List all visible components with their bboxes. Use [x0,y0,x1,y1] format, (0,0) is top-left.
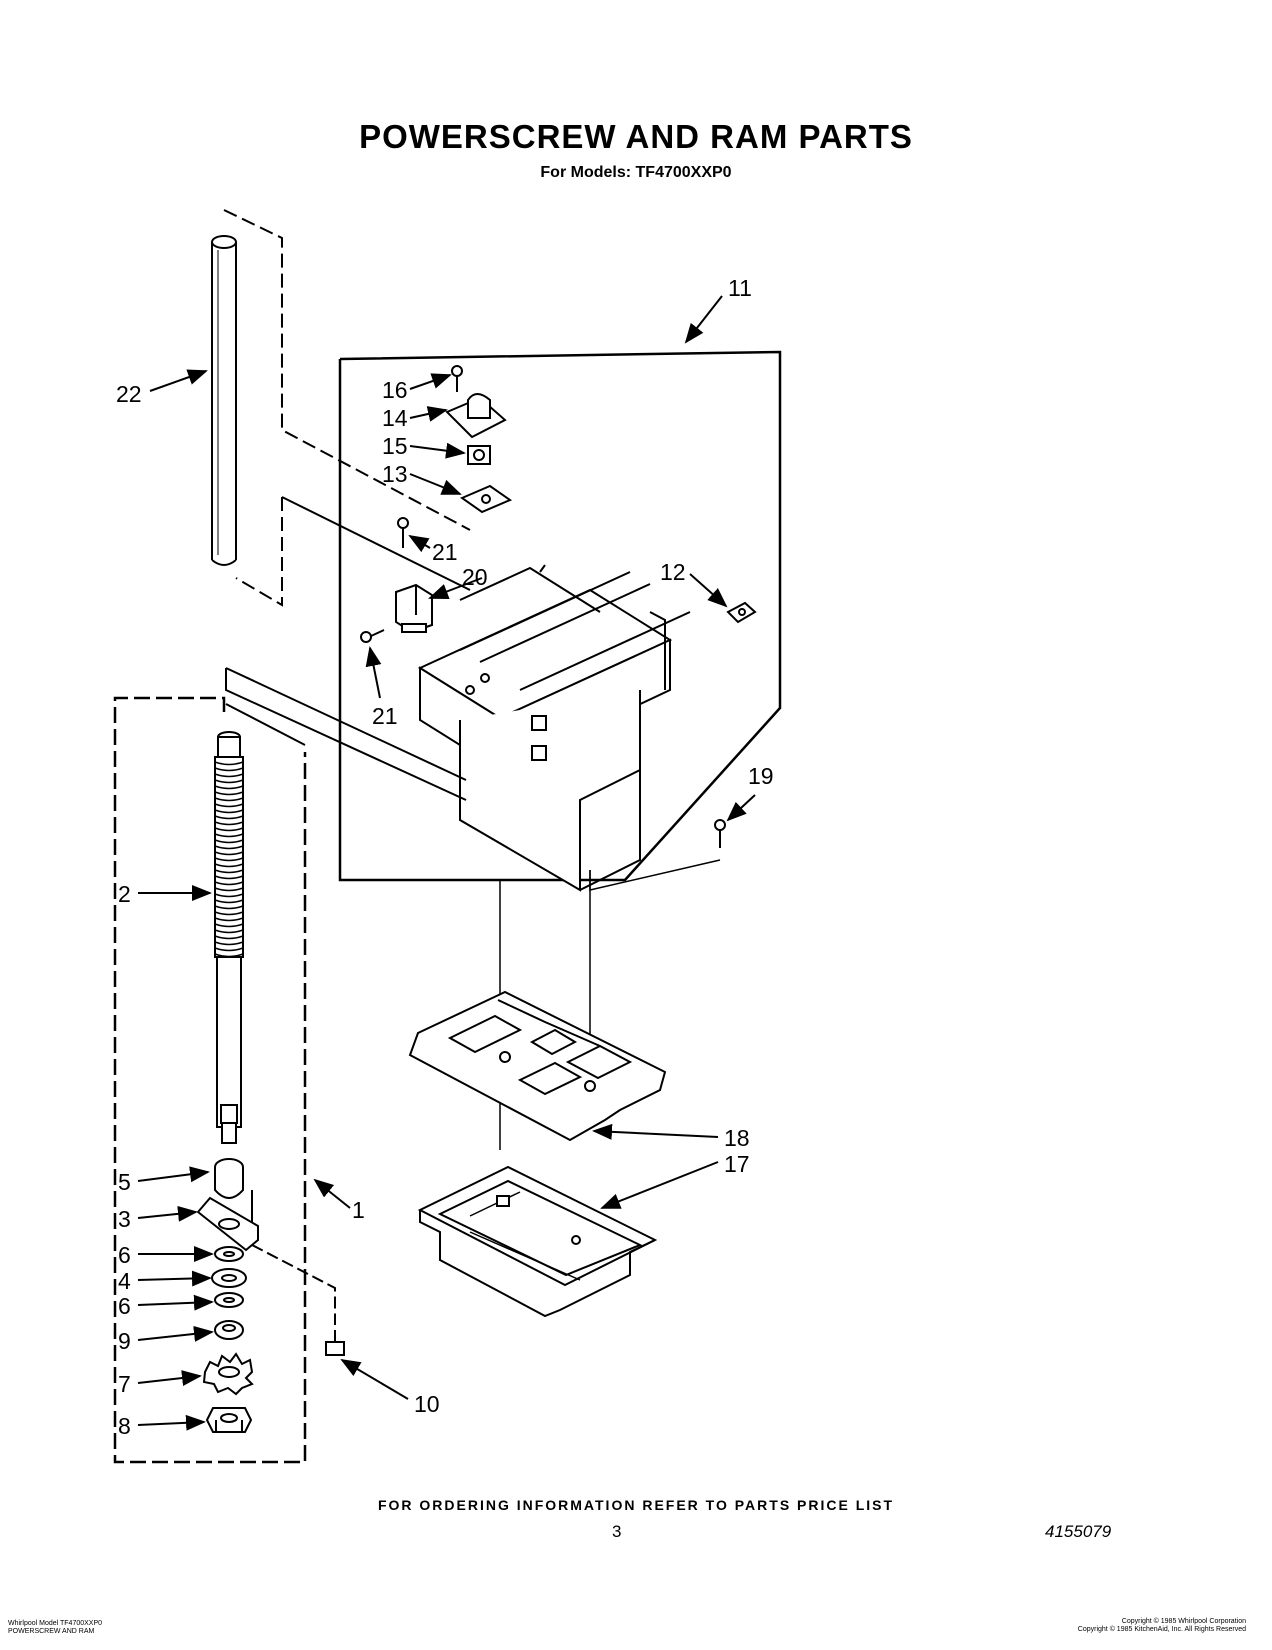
screw-thread [214,887,244,892]
small-print-left-line-1: Whirlpool Model TF4700XXP0 [8,1620,103,1627]
screw-part-21-top [397,517,409,548]
callout-3: 3 [118,1206,131,1232]
assembly-outline-1 [113,696,307,1464]
ordering-info-note: FOR ORDERING INFORMATION REFER TO PARTS … [377,1497,895,1513]
callout-8: 8 [118,1413,131,1439]
nut-part-8 [205,1407,253,1433]
guide-line-22 [223,209,471,531]
nut-part-15 [467,445,491,465]
callout-6-bottom: 6 [118,1293,131,1319]
screw-thread [214,791,244,796]
bearing-part-5 [214,1158,244,1199]
callout-5: 5 [118,1169,131,1195]
sprocket-part-7 [202,1352,254,1396]
small-print-right: Copyright © 1985 Whirlpool Corporation C… [1078,1618,1246,1634]
callout-1: 1 [352,1197,365,1223]
callout-18: 18 [724,1125,750,1151]
callout-22: 22 [116,381,142,407]
page-title: POWERSCREW AND RAM PARTS [359,118,913,155]
screw-thread [214,935,244,940]
screw-thread [214,809,244,814]
callout-4: 4 [118,1268,131,1294]
document-number: 4155079 [1045,1522,1112,1541]
callout-11: 11 [728,275,752,301]
screw-thread [214,779,244,784]
powerscrew-part-2 [214,731,244,1144]
screw-thread [214,839,244,844]
tube-part-22 [211,235,237,566]
screw-thread [214,911,244,916]
screw-thread [214,851,244,856]
screw-thread [214,821,244,826]
pan-part-17 [417,1165,658,1318]
plate-part-13 [459,484,513,514]
callout-17: 17 [724,1151,750,1177]
clip-part-12 [726,601,757,624]
screw-thread [214,863,244,868]
screw-thread [214,899,244,904]
screw-thread [214,803,244,808]
screw-part-21-bottom [360,629,385,643]
plate-part-3 [196,1190,259,1252]
callout-21-bottom: 21 [372,703,398,729]
screw-thread [214,893,244,898]
washer-part-9 [214,1320,244,1340]
callout-20: 20 [462,564,488,590]
callout-2: 2 [118,881,131,907]
callout-21-top: 21 [432,539,458,565]
page-number: 3 [612,1522,622,1541]
small-print-left-line-2: POWERSCREW AND RAM [8,1628,95,1635]
callout-16: 16 [382,377,408,403]
screw-thread [214,785,244,790]
callout-12: 12 [660,559,686,585]
screw-thread [214,773,244,778]
screw-thread [214,845,244,850]
screw-thread [214,797,244,802]
screw-thread [214,761,244,766]
callout-14: 14 [382,405,408,431]
screw-thread [214,917,244,922]
callout-10: 10 [414,1391,440,1417]
screw-thread [214,857,244,862]
models-subtitle: For Models: TF4700XXP0 [540,164,732,181]
screw-thread [214,815,244,820]
ram-block [417,564,691,892]
guide-line-22b [235,497,283,607]
callout-labels: 22 11 16 14 15 13 21 20 12 21 19 2 5 3 6… [116,275,774,1439]
screw-thread [214,833,244,838]
small-print-right-line-1: Copyright © 1985 Whirlpool Corporation [1121,1618,1246,1625]
callout-6-top: 6 [118,1242,131,1268]
leader-arrows [137,295,756,1431]
screw-thread [214,947,244,952]
bearing-part-4 [211,1268,247,1288]
screw-thread [214,827,244,832]
callout-13: 13 [382,461,408,487]
callout-15: 15 [382,433,408,459]
screw-thread [214,869,244,874]
gasket-part-18 [408,990,667,1142]
callout-19: 19 [748,763,774,789]
screw-thread [214,767,244,772]
screw-thread [214,923,244,928]
screw-part-16 [451,365,463,392]
screw-part-19 [714,819,726,848]
washer-part-6-top [214,1246,244,1262]
washer-part-6-bottom [214,1292,244,1308]
screw-thread [214,929,244,934]
screw-thread [214,881,244,886]
screw-thread [214,905,244,910]
screw-thread [214,875,244,880]
screw-thread [214,941,244,946]
bolt-part-10 [325,1330,345,1356]
small-print-left: Whirlpool Model TF4700XXP0 POWERSCREW AN… [8,1620,102,1636]
callout-9: 9 [118,1328,131,1354]
assembly-outline-11 [338,350,782,882]
switch-part-20 [395,583,433,634]
bracket-part-14 [445,393,507,439]
small-print-right-line-2: Copyright © 1985 KitchenAid, Inc. All Ri… [1077,1626,1246,1633]
callout-7: 7 [118,1371,131,1397]
